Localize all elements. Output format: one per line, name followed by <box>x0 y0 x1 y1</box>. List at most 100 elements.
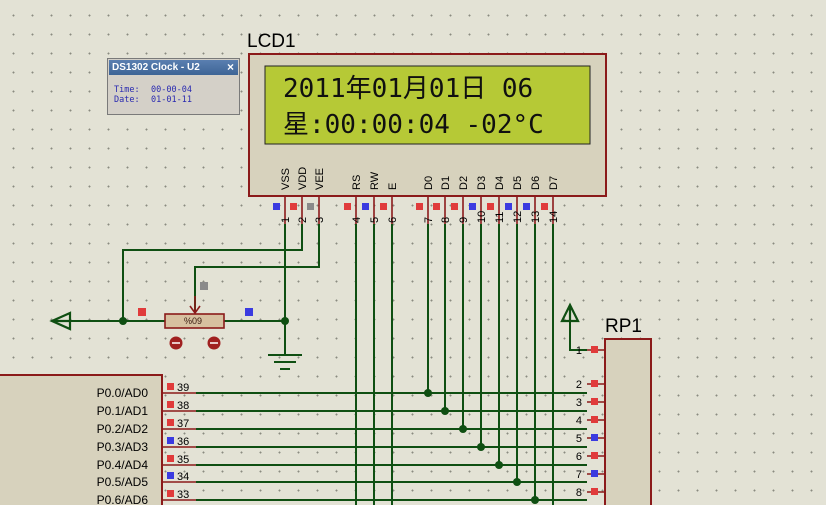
junction-dot <box>119 317 127 325</box>
ds1302-clock-window[interactable]: DS1302 Clock - U2 × Time: 00-00-04 Date: 0… <box>107 58 240 115</box>
lcd-pin-number: 12 <box>512 211 524 223</box>
pin-state-indicator <box>167 455 174 462</box>
ds1302-date-label: Date: <box>114 95 140 105</box>
lcd-pin-label: D7 <box>548 176 560 190</box>
mcu-pin-number: 37 <box>177 418 189 430</box>
rp1-pin-number: 5 <box>576 433 582 445</box>
wires <box>70 224 587 505</box>
ground-icon[interactable] <box>268 354 302 370</box>
power-arrow-up-icon[interactable] <box>560 302 580 323</box>
lcd-pin-label: RW <box>369 171 381 190</box>
rp1-pin-number: 6 <box>576 451 582 463</box>
pin-state-indicator <box>167 437 174 444</box>
pin-state-indicator <box>307 203 314 210</box>
pin-state-indicator <box>344 203 351 210</box>
rp1-pin-number: 1 <box>576 345 582 357</box>
lcd-pin-label: VEE <box>314 168 326 190</box>
lcd-pin-label: D0 <box>423 176 435 190</box>
junction-dot <box>281 317 289 325</box>
rp1-pin-number: 2 <box>576 379 582 391</box>
close-icon[interactable]: × <box>226 60 234 74</box>
pin-state-indicator <box>591 416 598 423</box>
junction-dot <box>477 443 485 451</box>
junction-dot <box>513 478 521 486</box>
ds1302-time-value: 00-00-04 <box>151 85 192 95</box>
rp1-pin-number: 4 <box>576 415 582 427</box>
lcd-pin-label: D6 <box>530 176 542 190</box>
ds1302-time-row: Time: 00-00-04 <box>114 85 238 95</box>
wire-vee[interactable] <box>194 224 320 311</box>
junctions <box>119 317 539 504</box>
pin-state-indicator <box>591 488 598 495</box>
mcu-pin-label: P0.0/AD0 <box>97 386 149 400</box>
lcd-pin-label: VDD <box>297 167 309 190</box>
mcu-pin-number: 39 <box>177 382 189 394</box>
pin-state-float <box>200 282 208 290</box>
ds1302-window-titlebar[interactable]: DS1302 Clock - U2 × <box>109 60 238 75</box>
lcd-pin-label: D4 <box>494 176 506 190</box>
lcd-pin-number: 9 <box>458 217 470 223</box>
potentiometer[interactable]: %09 <box>138 282 253 350</box>
lcd-line-1: 2011年01月01日 06 <box>283 74 533 104</box>
junction-dot <box>424 389 432 397</box>
ds1302-time-label: Time: <box>114 85 140 95</box>
pin-state-indicator <box>380 203 387 210</box>
lcd-pin-number: 3 <box>314 217 326 223</box>
pin-state-indicator <box>541 203 548 210</box>
wire-rp1-pin1[interactable] <box>569 321 587 351</box>
power-arrow-left-icon[interactable] <box>49 311 72 331</box>
pin-state-indicator <box>591 452 598 459</box>
lcd-pin-number: 2 <box>297 217 309 223</box>
pin-state-indicator <box>167 383 174 390</box>
lcd-module[interactable]: LCD1 2011年01月01日 06 星:00:00:04 -02°C VSS… <box>247 31 607 224</box>
pin-state-indicator <box>469 203 476 210</box>
junction-dot <box>495 461 503 469</box>
pin-state-indicator <box>433 203 440 210</box>
mcu-pin-number: 35 <box>177 454 189 466</box>
lcd-pin-group: VSS1VDD2VEE3RS4RW5E6D07D18D29D310D411D51… <box>273 167 560 224</box>
pin-state-indicator <box>167 490 174 497</box>
lcd-pin-number: 7 <box>423 217 435 223</box>
lcd-reference-label: LCD1 <box>247 31 296 52</box>
pin-state-indicator <box>416 203 423 210</box>
mcu-pin-label: P0.6/AD6 <box>97 493 149 505</box>
pin-state-indicator <box>167 401 174 408</box>
mcu-pin-number: 34 <box>177 471 189 483</box>
pin-state-indicator <box>591 398 598 405</box>
lcd-pin-label: D5 <box>512 176 524 190</box>
mcu-pin-label: P0.5/AD5 <box>97 475 149 489</box>
lcd-pin-label: D2 <box>458 176 470 190</box>
ds1302-window-title: DS1302 Clock - U2 <box>112 62 200 73</box>
mcu-pin-label: P0.2/AD2 <box>97 422 149 436</box>
potentiometer-body[interactable] <box>164 313 225 329</box>
lcd-pin-number: 10 <box>476 211 488 223</box>
lcd-pin-label: RS <box>351 175 363 190</box>
lcd-pin-number: 13 <box>530 211 542 223</box>
wire-vdd[interactable] <box>122 224 303 321</box>
mcu-body[interactable] <box>0 374 163 505</box>
pin-state-low <box>245 308 253 316</box>
mcu-pin-label: P0.4/AD4 <box>97 458 149 472</box>
lcd-pin-number: 11 <box>494 212 506 223</box>
rp1-body[interactable] <box>604 338 652 505</box>
rp1-pin-number: 7 <box>576 469 582 481</box>
rp1-pin-number: 8 <box>576 487 582 499</box>
lcd-line-2: 星:00:00:04 -02°C <box>283 110 544 140</box>
pin-state-indicator <box>487 203 494 210</box>
pin-state-indicator <box>451 203 458 210</box>
mcu-pin-number: 36 <box>177 436 189 448</box>
lcd-pin-label: D3 <box>476 176 488 190</box>
pin-state-indicator <box>167 472 174 479</box>
pin-state-indicator <box>591 434 598 441</box>
lcd-pin-label: D1 <box>440 176 452 190</box>
lcd-pin-label: VSS <box>280 168 292 190</box>
lcd-pin-number: 1 <box>280 217 292 223</box>
pin-state-indicator <box>362 203 369 210</box>
lcd-pin-number: 14 <box>548 211 560 223</box>
rp1-reference-label: RP1 <box>605 316 642 337</box>
